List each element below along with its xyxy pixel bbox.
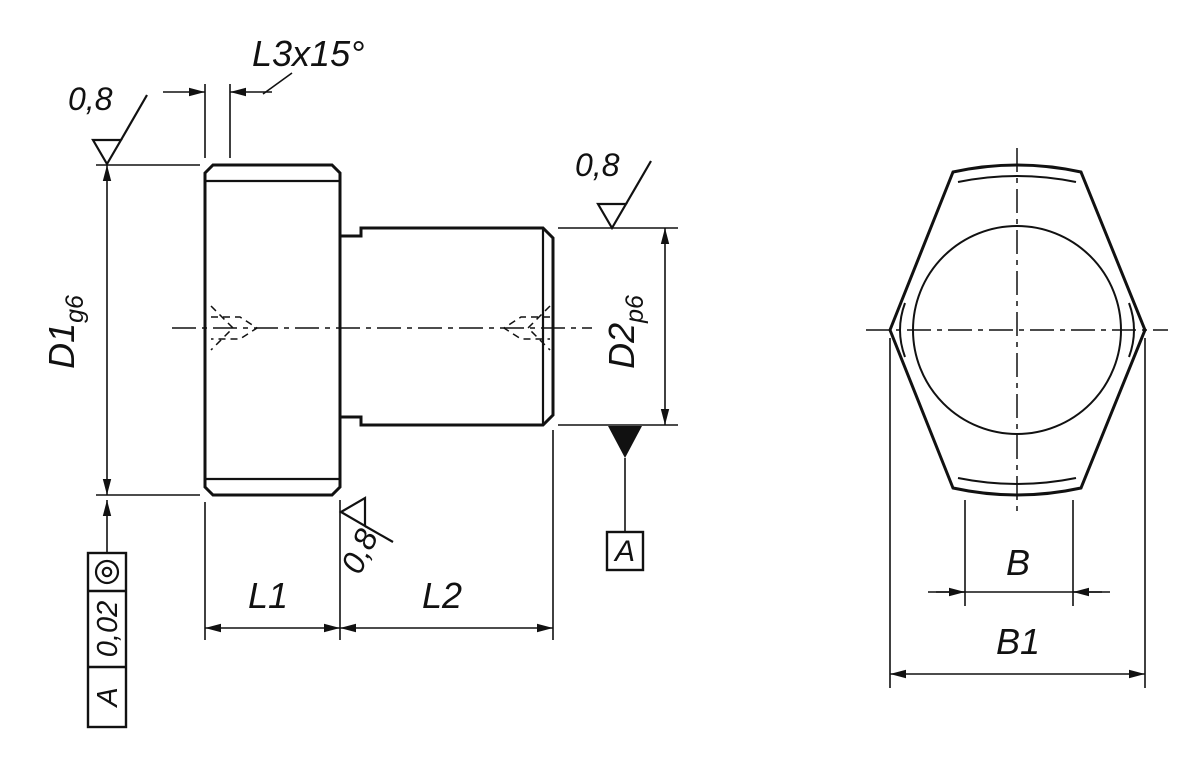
roughness-symbol-shaft-top: 0,8 — [575, 147, 652, 231]
b1-label: B1 — [996, 621, 1040, 662]
d2-label: D2p6 — [601, 295, 649, 369]
dimension-l1-l2: L1 L2 — [204, 430, 554, 640]
center-bore-right — [502, 305, 551, 351]
datum-a: A — [605, 426, 645, 572]
front-view: B B1 — [866, 148, 1168, 688]
l1-label: L1 — [248, 575, 288, 616]
dimension-d1: D1g6 — [41, 164, 200, 496]
roughness-symbol-head: 0,8 — [68, 81, 148, 167]
datum-letter: A — [613, 535, 635, 568]
datum-triangle-icon — [608, 426, 642, 458]
l3-label: L3x15° — [252, 33, 364, 74]
roughness-head-value: 0,8 — [68, 81, 113, 117]
hex-chamfer-arc-top — [957, 175, 1077, 183]
dimension-l3: L3x15° — [163, 33, 364, 158]
dimension-b1: B1 — [889, 338, 1146, 688]
fcf-datum: A — [92, 687, 124, 708]
feature-control-frame: 0,02 A — [86, 500, 128, 729]
b-label: B — [1006, 542, 1030, 583]
concentricity-icon — [94, 559, 120, 585]
part-shaft — [338, 226, 555, 427]
roughness-shaft-bottom-value: 0,8 — [334, 523, 386, 579]
d1-label: D1g6 — [41, 295, 89, 369]
roughness-shaft-top-value: 0,8 — [575, 147, 620, 183]
dimension-b: B — [928, 500, 1110, 606]
fcf-value: 0,02 — [92, 601, 124, 657]
roughness-symbol-shaft-bottom: 0,8 — [334, 496, 394, 579]
side-view: D1g6 0,8 L3x15° 0,8 D2p6 — [41, 33, 678, 729]
part-head — [203, 163, 342, 497]
dimension-d2: D2p6 — [558, 227, 678, 426]
l2-label: L2 — [422, 575, 462, 616]
center-bore-left — [210, 305, 259, 351]
